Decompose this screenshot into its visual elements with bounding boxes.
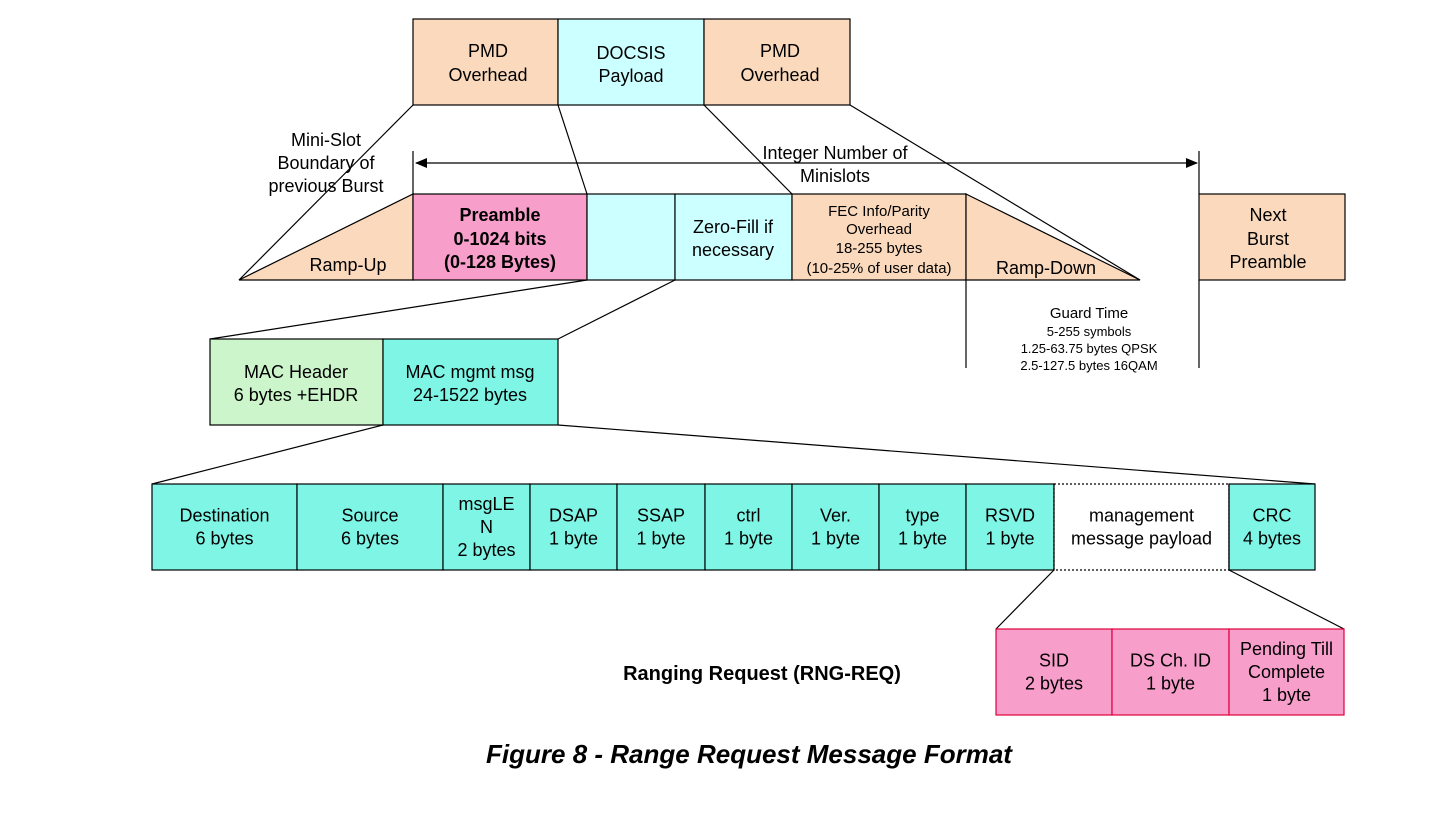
field-ssap-block — [616, 483, 706, 571]
field-rsvd-block — [965, 483, 1055, 571]
field-type-block — [878, 483, 967, 571]
zero-fill-block — [674, 193, 793, 281]
pmd-overhead-left — [412, 18, 559, 106]
field-destination-block — [151, 483, 298, 571]
ramp-down-shape — [965, 193, 1141, 281]
field-crc-block — [1228, 483, 1316, 571]
next-burst-preamble-block — [1198, 193, 1346, 281]
ramp-down-label: Ramp-Down — [996, 258, 1096, 278]
field-ver-label: Ver.1 byte — [811, 506, 860, 549]
fec-block — [791, 193, 967, 281]
field-ver-block — [791, 483, 880, 571]
payload-sid-block — [995, 628, 1113, 716]
figure-caption: Figure 8 - Range Request Message Format — [486, 739, 1013, 769]
field-management-payload-block — [1053, 483, 1230, 571]
payload-block — [586, 193, 676, 281]
field-source-block — [296, 483, 444, 571]
message-title: Ranging Request (RNG-REQ) — [623, 663, 901, 685]
field-dsap-block — [529, 483, 618, 571]
mac-header-block — [209, 338, 384, 426]
payload-ds-ch-id-block — [1111, 628, 1230, 716]
field-ctrl-block — [704, 483, 793, 571]
ramp-up-label: Ramp-Up — [309, 255, 386, 275]
preamble-block — [412, 193, 588, 281]
payload-pending-till-complete-block — [1228, 628, 1345, 716]
field-msglen-block — [442, 483, 531, 571]
pmd-overhead-right — [703, 18, 851, 106]
connector-lines — [151, 104, 1345, 630]
mac-mgmt-block — [382, 338, 559, 426]
